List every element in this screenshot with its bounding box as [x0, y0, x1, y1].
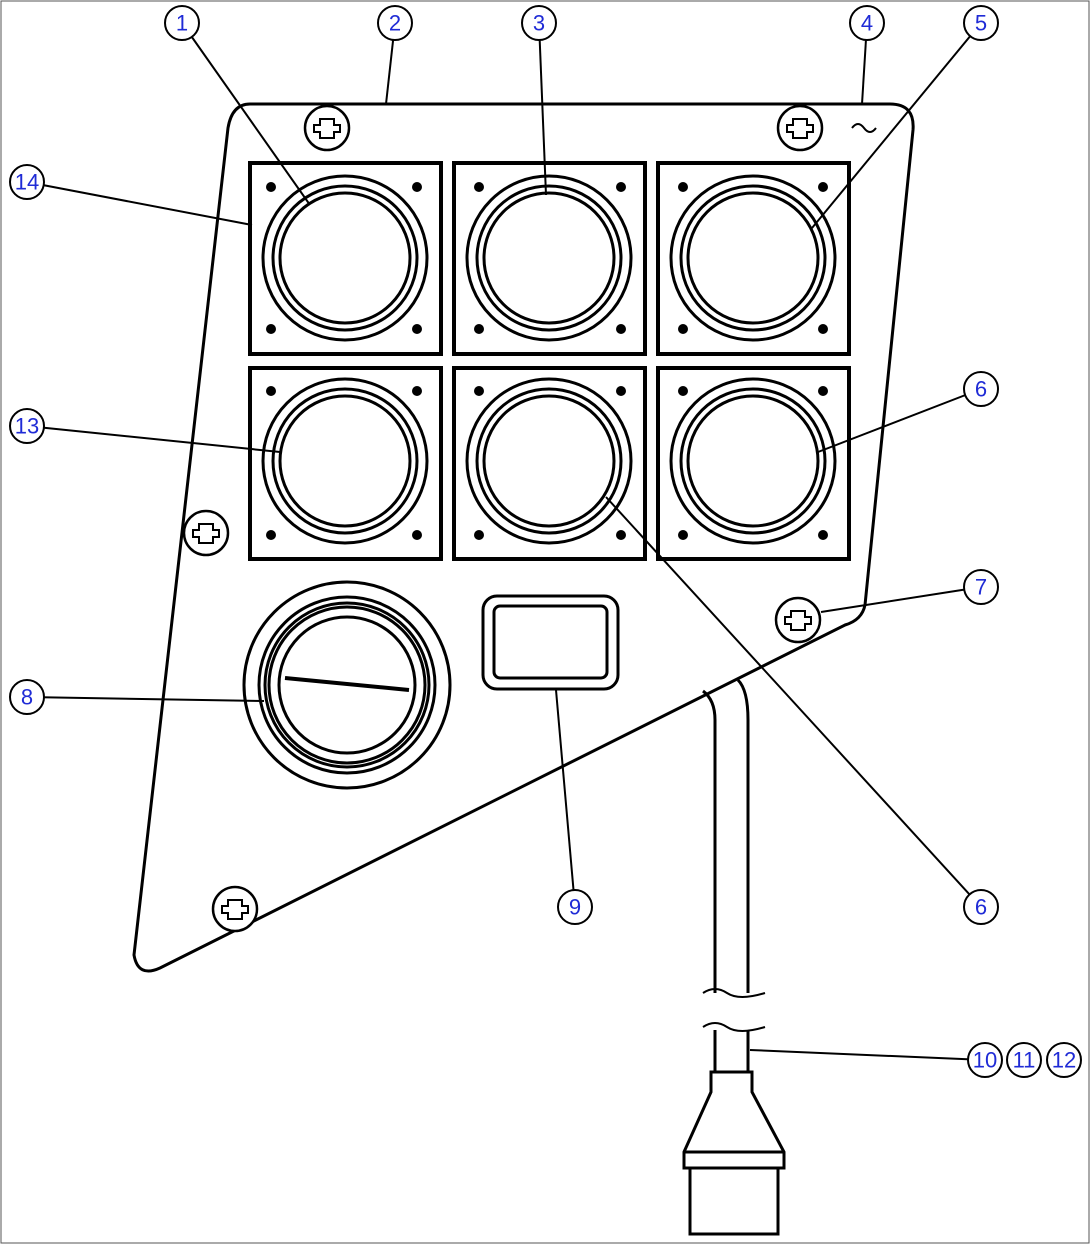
callout-8: 8 — [9, 679, 45, 715]
callout-12-label: 12 — [1052, 1048, 1076, 1073]
gauge-3 — [452, 161, 647, 356]
panel-edge-mark — [851, 123, 877, 133]
panel-outline — [132, 102, 915, 973]
indicator-light — [481, 594, 620, 691]
callout-13-label: 13 — [15, 414, 39, 439]
callout-11-label: 11 — [1013, 1048, 1036, 1073]
callout-10-label: 10 — [973, 1048, 997, 1073]
callout-13: 13 — [9, 408, 45, 444]
callout-7-label: 7 — [975, 575, 987, 600]
callout-4-label: 4 — [861, 11, 873, 36]
gauge-6-upper — [656, 366, 851, 561]
rotary-switch — [242, 580, 452, 790]
callout-6-upper-label: 6 — [975, 377, 987, 402]
gauge-5 — [656, 161, 851, 356]
callout-11: 11 — [1006, 1042, 1042, 1078]
screw-top-right — [776, 104, 824, 152]
callout-4: 4 — [849, 5, 885, 41]
callout-14: 14 — [9, 164, 45, 200]
callout-1-label: 1 — [176, 11, 188, 36]
screw-bottom-left — [211, 885, 259, 933]
callout-9-label: 9 — [569, 895, 581, 920]
callout-7: 7 — [963, 569, 999, 605]
callout-12: 12 — [1046, 1042, 1082, 1078]
callout-3-label: 3 — [533, 11, 545, 36]
wiring-harness — [682, 678, 786, 1236]
callout-10: 10 — [967, 1042, 1003, 1078]
callout-8-label: 8 — [21, 685, 33, 710]
callout-1: 1 — [164, 5, 200, 41]
callout-6-upper: 6 — [963, 371, 999, 407]
screw-top-left — [303, 104, 351, 152]
callout-14-label: 14 — [15, 170, 39, 195]
gauge-13 — [248, 366, 443, 561]
callout-5: 5 — [963, 5, 999, 41]
callout-6-lower: 6 — [963, 889, 999, 925]
screw-mid-left — [182, 509, 230, 557]
callout-2: 2 — [377, 5, 413, 41]
callout-6-lower-label: 6 — [975, 895, 987, 920]
callout-9: 9 — [557, 889, 593, 925]
gauge-1 — [248, 161, 443, 356]
callout-3: 3 — [521, 5, 557, 41]
gauge-6-lower — [452, 366, 647, 561]
callout-5-label: 5 — [975, 11, 987, 36]
callout-2-label: 2 — [389, 11, 401, 36]
screw-mid-right — [774, 596, 822, 644]
